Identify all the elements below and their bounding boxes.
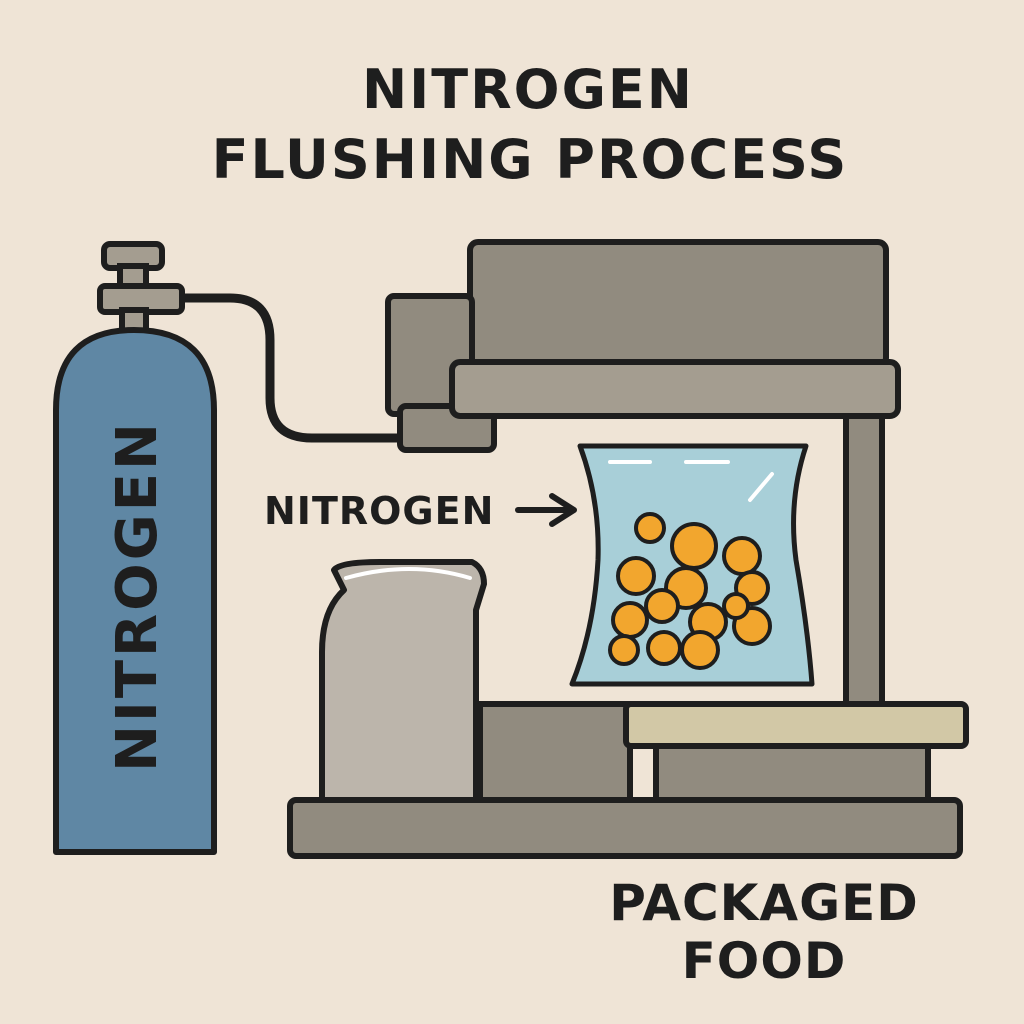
nitrogen-flow: NITROGEN <box>264 489 577 533</box>
sealed-bag-icon <box>569 443 815 687</box>
food-pieces <box>608 512 772 670</box>
title: NITROGEN FLUSHING PROCESS <box>212 58 849 191</box>
arrow-right-icon <box>515 493 577 527</box>
title-line-1: NITROGEN <box>362 58 694 121</box>
output-line-1: PACKAGED <box>609 874 919 932</box>
gas-hose <box>173 293 403 443</box>
gas-cylinder-icon: NITROGEN <box>53 241 217 855</box>
title-line-2: FLUSHING PROCESS <box>212 128 849 191</box>
sealing-tray <box>623 701 969 749</box>
sealing-head <box>385 239 901 453</box>
output-line-2: FOOD <box>682 932 847 990</box>
output-label: PACKAGED FOOD <box>609 874 919 990</box>
base-plate <box>287 797 963 859</box>
food-container <box>319 559 487 803</box>
cylinder-label: NITROGEN <box>105 420 170 772</box>
flow-label: NITROGEN <box>264 489 494 533</box>
machine-base <box>477 701 969 803</box>
machine-column <box>843 401 885 709</box>
